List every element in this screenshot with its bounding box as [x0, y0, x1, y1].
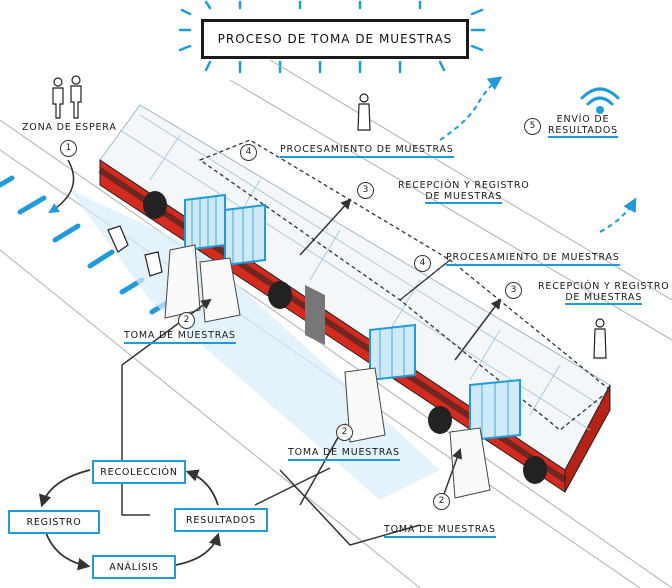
step-2b: 2 [336, 424, 353, 441]
page-title: PROCESO DE TOMA DE MUESTRAS [217, 32, 453, 46]
label-sampling-b: TOMA DE MUESTRAS [288, 447, 400, 461]
step-2a: 2 [178, 312, 195, 329]
label-processing-b: PROCESAMIENTO DE MUESTRAS [446, 252, 620, 266]
cycle-registration: REGISTRO [8, 510, 100, 534]
cycle-collection: RECOLECCIÓN [92, 460, 186, 484]
label-reception-a: RECEPCIÓN Y REGISTRO DE MUESTRAS [398, 180, 530, 204]
label-processing-a: PROCESAMIENTO DE MUESTRAS [280, 144, 454, 158]
label-results-send: ENVÍO DE RESULTADOS [548, 114, 618, 138]
wifi-icon [580, 87, 620, 114]
label-reception-b: RECEPCIÓN Y REGISTRO DE MUESTRAS [538, 281, 670, 305]
cycle-analysis: ANÁLISIS [92, 555, 176, 579]
step-1: 1 [60, 140, 77, 157]
arrow-icon [439, 76, 503, 141]
step-3b: 3 [505, 282, 522, 299]
label-waiting-zone: ZONA DE ESPERA [22, 122, 117, 133]
step-2c: 2 [433, 493, 450, 510]
step-4a: 4 [240, 144, 257, 161]
step-4b: 4 [414, 255, 431, 272]
title-box: PROCESO DE TOMA DE MUESTRAS [201, 19, 469, 59]
cycle-results: RESULTADOS [174, 508, 268, 532]
step-5: 5 [524, 118, 541, 135]
person-icon [52, 75, 607, 359]
label-sampling-c: TOMA DE MUESTRAS [384, 524, 496, 538]
step-3a: 3 [357, 182, 374, 199]
title-burst [178, 0, 486, 74]
label-sampling-a: TOMA DE MUESTRAS [124, 330, 236, 344]
